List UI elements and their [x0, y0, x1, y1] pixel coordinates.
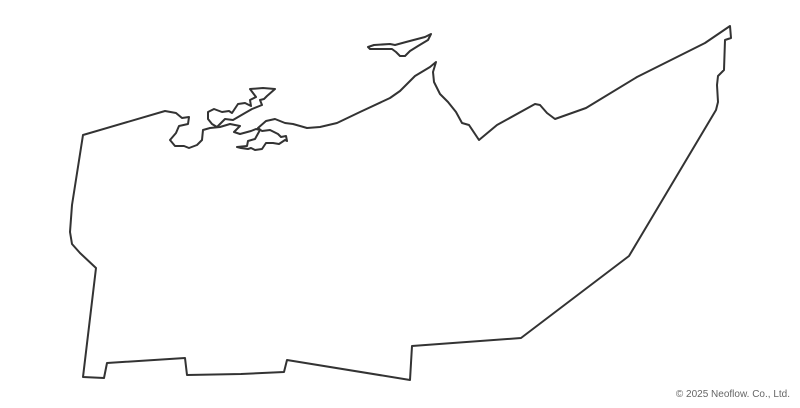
map-attribution: © 2025 Neoflow. Co., Ltd. — [675, 389, 790, 400]
northern-islet-outline — [367, 33, 432, 57]
main-region-outline — [69, 25, 732, 381]
island-cluster-outline — [207, 87, 276, 128]
